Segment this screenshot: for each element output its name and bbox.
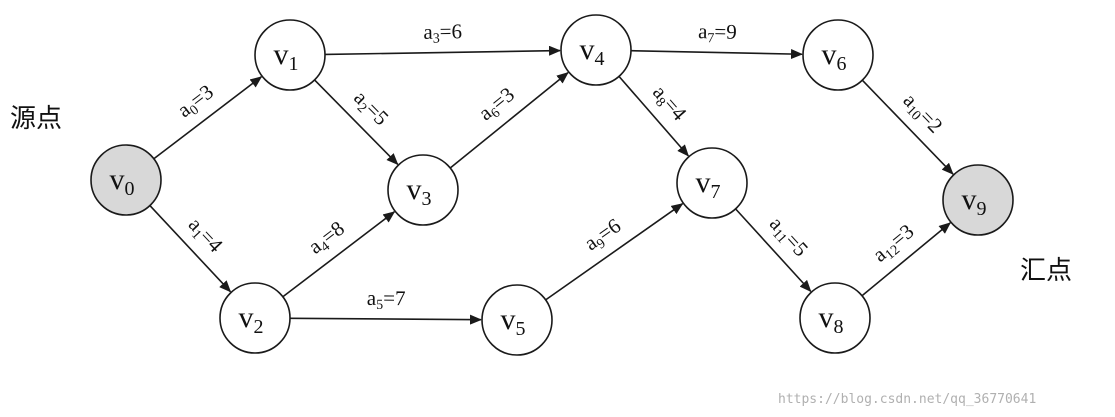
node-label: v2 — [239, 301, 264, 338]
source-label: 源点 — [10, 104, 63, 134]
edge-label-subscript: 3 — [433, 32, 440, 47]
edge-v2-v3 — [282, 211, 396, 298]
node-label-subscript: 3 — [422, 188, 432, 210]
edge-v7-v8 — [734, 208, 812, 293]
edge-v5-v7 — [545, 203, 684, 301]
node-label: v5 — [501, 303, 526, 340]
node-v2: v2 — [219, 282, 291, 354]
edge-label: a3=6 — [423, 19, 462, 47]
edge-v3-v4 — [449, 72, 569, 169]
node-label: v6 — [822, 38, 847, 75]
node-label: v9 — [962, 183, 987, 220]
node-label-base: v — [239, 301, 254, 334]
edge-label: a7=9 — [698, 19, 737, 47]
edge-label: a5=7 — [367, 286, 406, 313]
node-label: v7 — [696, 166, 721, 203]
edge-label: a0=3 — [173, 80, 220, 125]
node-label-base: v — [819, 301, 834, 334]
node-circle — [90, 144, 162, 216]
edge-v2-v5 — [289, 314, 483, 325]
node-label-subscript: 1 — [289, 53, 299, 75]
node-circle — [560, 14, 632, 86]
edge-v1-v3 — [313, 79, 399, 166]
node-label-subscript: 5 — [516, 318, 526, 340]
node-v7: v7 — [676, 147, 748, 219]
node-label-base: v — [962, 183, 977, 216]
node-label-subscript: 6 — [837, 53, 847, 75]
node-circle — [799, 282, 871, 354]
node-label: v8 — [819, 301, 844, 338]
node-label-base: v — [501, 303, 516, 336]
node-label-subscript: 2 — [254, 316, 264, 338]
sink-label: 汇点 — [1020, 256, 1073, 286]
edge-label-weight: =9 — [714, 19, 737, 43]
watermark-url: https://blog.csdn.net/qq_36770641 — [778, 392, 1037, 407]
node-label-subscript: 7 — [711, 181, 721, 203]
node-label: v3 — [407, 173, 432, 210]
edge-label-subscript: 5 — [376, 298, 383, 313]
node-v0: v0 — [90, 144, 162, 216]
edge-label-name: a — [367, 286, 377, 310]
node-label-base: v — [696, 166, 711, 199]
node-circle — [481, 284, 553, 356]
edge-v4-v6 — [630, 49, 804, 60]
node-label-base: v — [407, 173, 422, 206]
edge-label: a6=3 — [474, 82, 521, 127]
node-v6: v6 — [802, 19, 874, 91]
node-label-base: v — [822, 38, 837, 71]
edge-label: a9=6 — [580, 213, 627, 257]
edge-label-name: a — [698, 19, 708, 43]
node-circle — [676, 147, 748, 219]
node-label: v0 — [110, 163, 135, 200]
edge-label: a2=5 — [347, 86, 393, 132]
node-label-subscript: 0 — [125, 178, 135, 200]
edge-v8-v9 — [861, 222, 952, 297]
node-circle — [942, 164, 1014, 236]
edge-v1-v4 — [324, 45, 562, 56]
edge-v4-v7 — [618, 75, 689, 157]
edge-label-subscript: 7 — [707, 31, 714, 46]
edge-label-weight: =6 — [439, 19, 462, 43]
node-label-subscript: 9 — [977, 198, 987, 220]
edge-v0-v2 — [149, 205, 232, 293]
edge-label: a8=4 — [646, 80, 692, 127]
node-v4: v4 — [560, 14, 632, 86]
node-v5: v5 — [481, 284, 553, 356]
node-circle — [387, 154, 459, 226]
node-label-base: v — [580, 33, 595, 66]
edge-label-name: a — [423, 20, 433, 44]
node-label-base: v — [110, 163, 125, 196]
edge-label: a11=5 — [763, 212, 813, 264]
edge-label: a12=3 — [868, 219, 920, 269]
edge-label: a10=2 — [896, 88, 947, 140]
node-v9: v9 — [942, 164, 1014, 236]
edge-v6-v9 — [861, 79, 954, 175]
node-circle — [219, 282, 291, 354]
node-circle — [254, 19, 326, 91]
edge-label-weight: =7 — [383, 286, 406, 310]
node-circle — [802, 19, 874, 91]
node-label: v1 — [274, 38, 299, 75]
node-v8: v8 — [799, 282, 871, 354]
edge-label: a4=8 — [304, 216, 351, 261]
node-v3: v3 — [387, 154, 459, 226]
node-label: v4 — [580, 33, 605, 70]
node-v1: v1 — [254, 19, 326, 91]
node-label-base: v — [274, 38, 289, 71]
edge-label: a1=4 — [182, 212, 228, 259]
node-label-subscript: 8 — [834, 316, 844, 338]
edge-v0-v1 — [153, 76, 263, 160]
node-label-subscript: 4 — [595, 48, 605, 70]
